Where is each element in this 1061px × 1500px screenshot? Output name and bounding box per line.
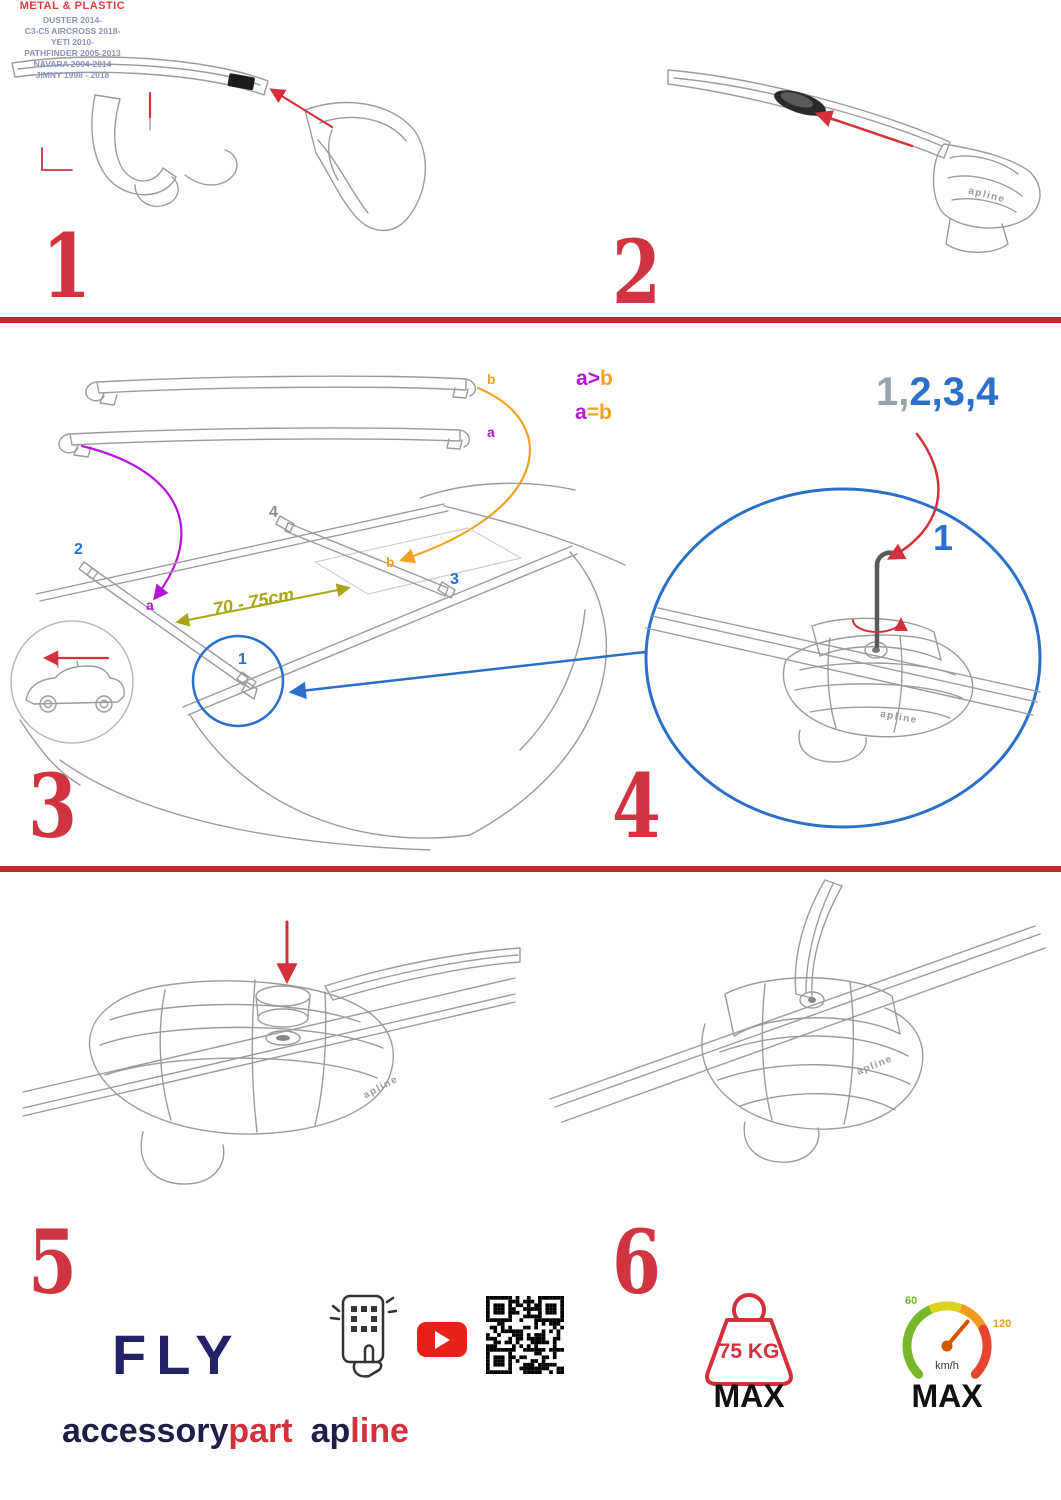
speed-limit-gauge-icon: [902, 1301, 992, 1379]
step3-number: 3: [28, 754, 77, 858]
brand-part: part: [228, 1412, 293, 1450]
step2-bar-slot-illustration: [667, 69, 1041, 253]
roof-position-4: 4: [269, 504, 278, 521]
speed-low-label: 60: [905, 1295, 918, 1307]
zoom-ellipse: [644, 487, 1042, 829]
step5-knob-illustration: [22, 920, 521, 1185]
model-item: C3-C5 AIRCROSS 2018-: [24, 26, 121, 37]
formula-gt-b: b: [599, 367, 613, 390]
sequence-red-arrow: [886, 432, 940, 560]
brand-ap: ap: [310, 1412, 351, 1450]
section-divider: [0, 866, 1061, 872]
crossbar-drawing: [794, 879, 843, 999]
speed-unit-label: km/h: [935, 1360, 959, 1372]
clamp-drawing: [88, 979, 394, 1185]
loose-bar-a-drawing: [58, 427, 471, 458]
step1-red-arrows: [41, 88, 334, 171]
brand-line: line: [350, 1412, 409, 1450]
roof-position-2: 2: [74, 541, 83, 558]
step6-number: 6: [612, 1210, 661, 1314]
bar-label-a: a: [487, 424, 495, 440]
zoom-clamp-drawing: [645, 607, 1041, 763]
step1-number: 1: [42, 214, 91, 318]
roof-label-a: a: [146, 597, 154, 613]
knob-drawing: [255, 985, 311, 1046]
callout-number-1: 1: [933, 517, 954, 558]
roof-rail-drawing: [22, 977, 516, 1117]
magenta-guide-curve: [80, 444, 183, 601]
distance-arrow: [175, 583, 351, 627]
roof-position-1: 1: [238, 651, 247, 668]
formula-eq-a: a: [575, 401, 587, 424]
plastic-cover-drawing: [304, 101, 426, 232]
loose-bar-b-drawing: [85, 375, 477, 406]
roof-label-b: b: [386, 554, 395, 570]
formula-eq-b: b: [598, 401, 612, 424]
scan-phone-icon: [329, 1294, 397, 1378]
step1-text-block: METAL & PLASTIC DUSTER 2014- C3-C5 AIRCR…: [0, 0, 145, 81]
clamp-drawing: [91, 94, 238, 207]
clamp-drawing: [701, 977, 924, 1163]
bar-label-b: b: [487, 371, 496, 387]
zoom-connector-line: [288, 650, 647, 700]
weight-limit-value: 75 KG: [718, 1340, 780, 1363]
step2-red-arrow: [814, 110, 914, 148]
weight-limit-icon: [705, 1293, 793, 1386]
end-clamp-drawing: [932, 143, 1041, 253]
step4-number: 4: [612, 754, 661, 858]
section-divider: [0, 317, 1061, 323]
weight-limit-max: MAX: [713, 1378, 785, 1414]
car-roof-drawing: [19, 482, 626, 851]
step2-number: 2: [612, 220, 661, 324]
speed-limit-max: MAX: [911, 1378, 983, 1414]
youtube-icon: [417, 1322, 467, 1357]
crossbar-drawing: [324, 947, 521, 1001]
material-label: METAL & PLASTIC: [19, 0, 126, 12]
step6-mounted-clamp-illustration: [549, 879, 1046, 1163]
formula-a-gt-b: a>b: [576, 368, 613, 389]
roof-bar-drawing: [11, 56, 269, 96]
roof-rail-drawing: [549, 925, 1046, 1123]
youtube-play-triangle: [434, 1330, 450, 1349]
model-item: NAVARA 2004-2014: [33, 59, 112, 70]
model-item: DUSTER 2014-: [42, 15, 103, 25]
sequence-first: 1,: [876, 370, 910, 414]
step5-number: 5: [28, 1210, 77, 1314]
step3-step4-illustration: [10, 375, 1042, 851]
roof-position-3: 3: [450, 571, 459, 588]
formula-eq-op: =: [586, 401, 599, 424]
roof-bar-drawing: [667, 69, 951, 159]
mounted-crossbars-drawing: [78, 515, 456, 700]
qr-code-cells: [486, 1296, 564, 1374]
car-direction-inset: [10, 620, 134, 744]
sequence-rest: 2,3,4: [909, 370, 999, 414]
formula-gt-op: >: [587, 367, 600, 390]
speed-high-label: 120: [993, 1318, 1012, 1330]
qr-code: [486, 1296, 564, 1374]
tightening-sequence: 1,2,3,4: [876, 372, 998, 412]
bar-logo-patch: [227, 73, 255, 91]
step1-clamp-cover-illustration: [11, 56, 426, 232]
formula-a-eq-b: a=b: [575, 402, 612, 423]
brand-accessory: accessory: [62, 1412, 229, 1450]
rotation-red-arrow: [852, 617, 908, 633]
orange-guide-curve: [399, 386, 531, 564]
model-item: JIMNY 1998 - 2018: [35, 70, 110, 81]
model-item: YETI 2010-: [51, 37, 94, 48]
model-item: PATHFINDER 2005-2013: [24, 48, 121, 59]
phone-qr-pixels: [351, 1306, 377, 1332]
position1-highlight-circle: [191, 634, 285, 728]
product-model-name: FLY: [112, 1323, 243, 1386]
formula-gt-a: a: [576, 367, 588, 390]
